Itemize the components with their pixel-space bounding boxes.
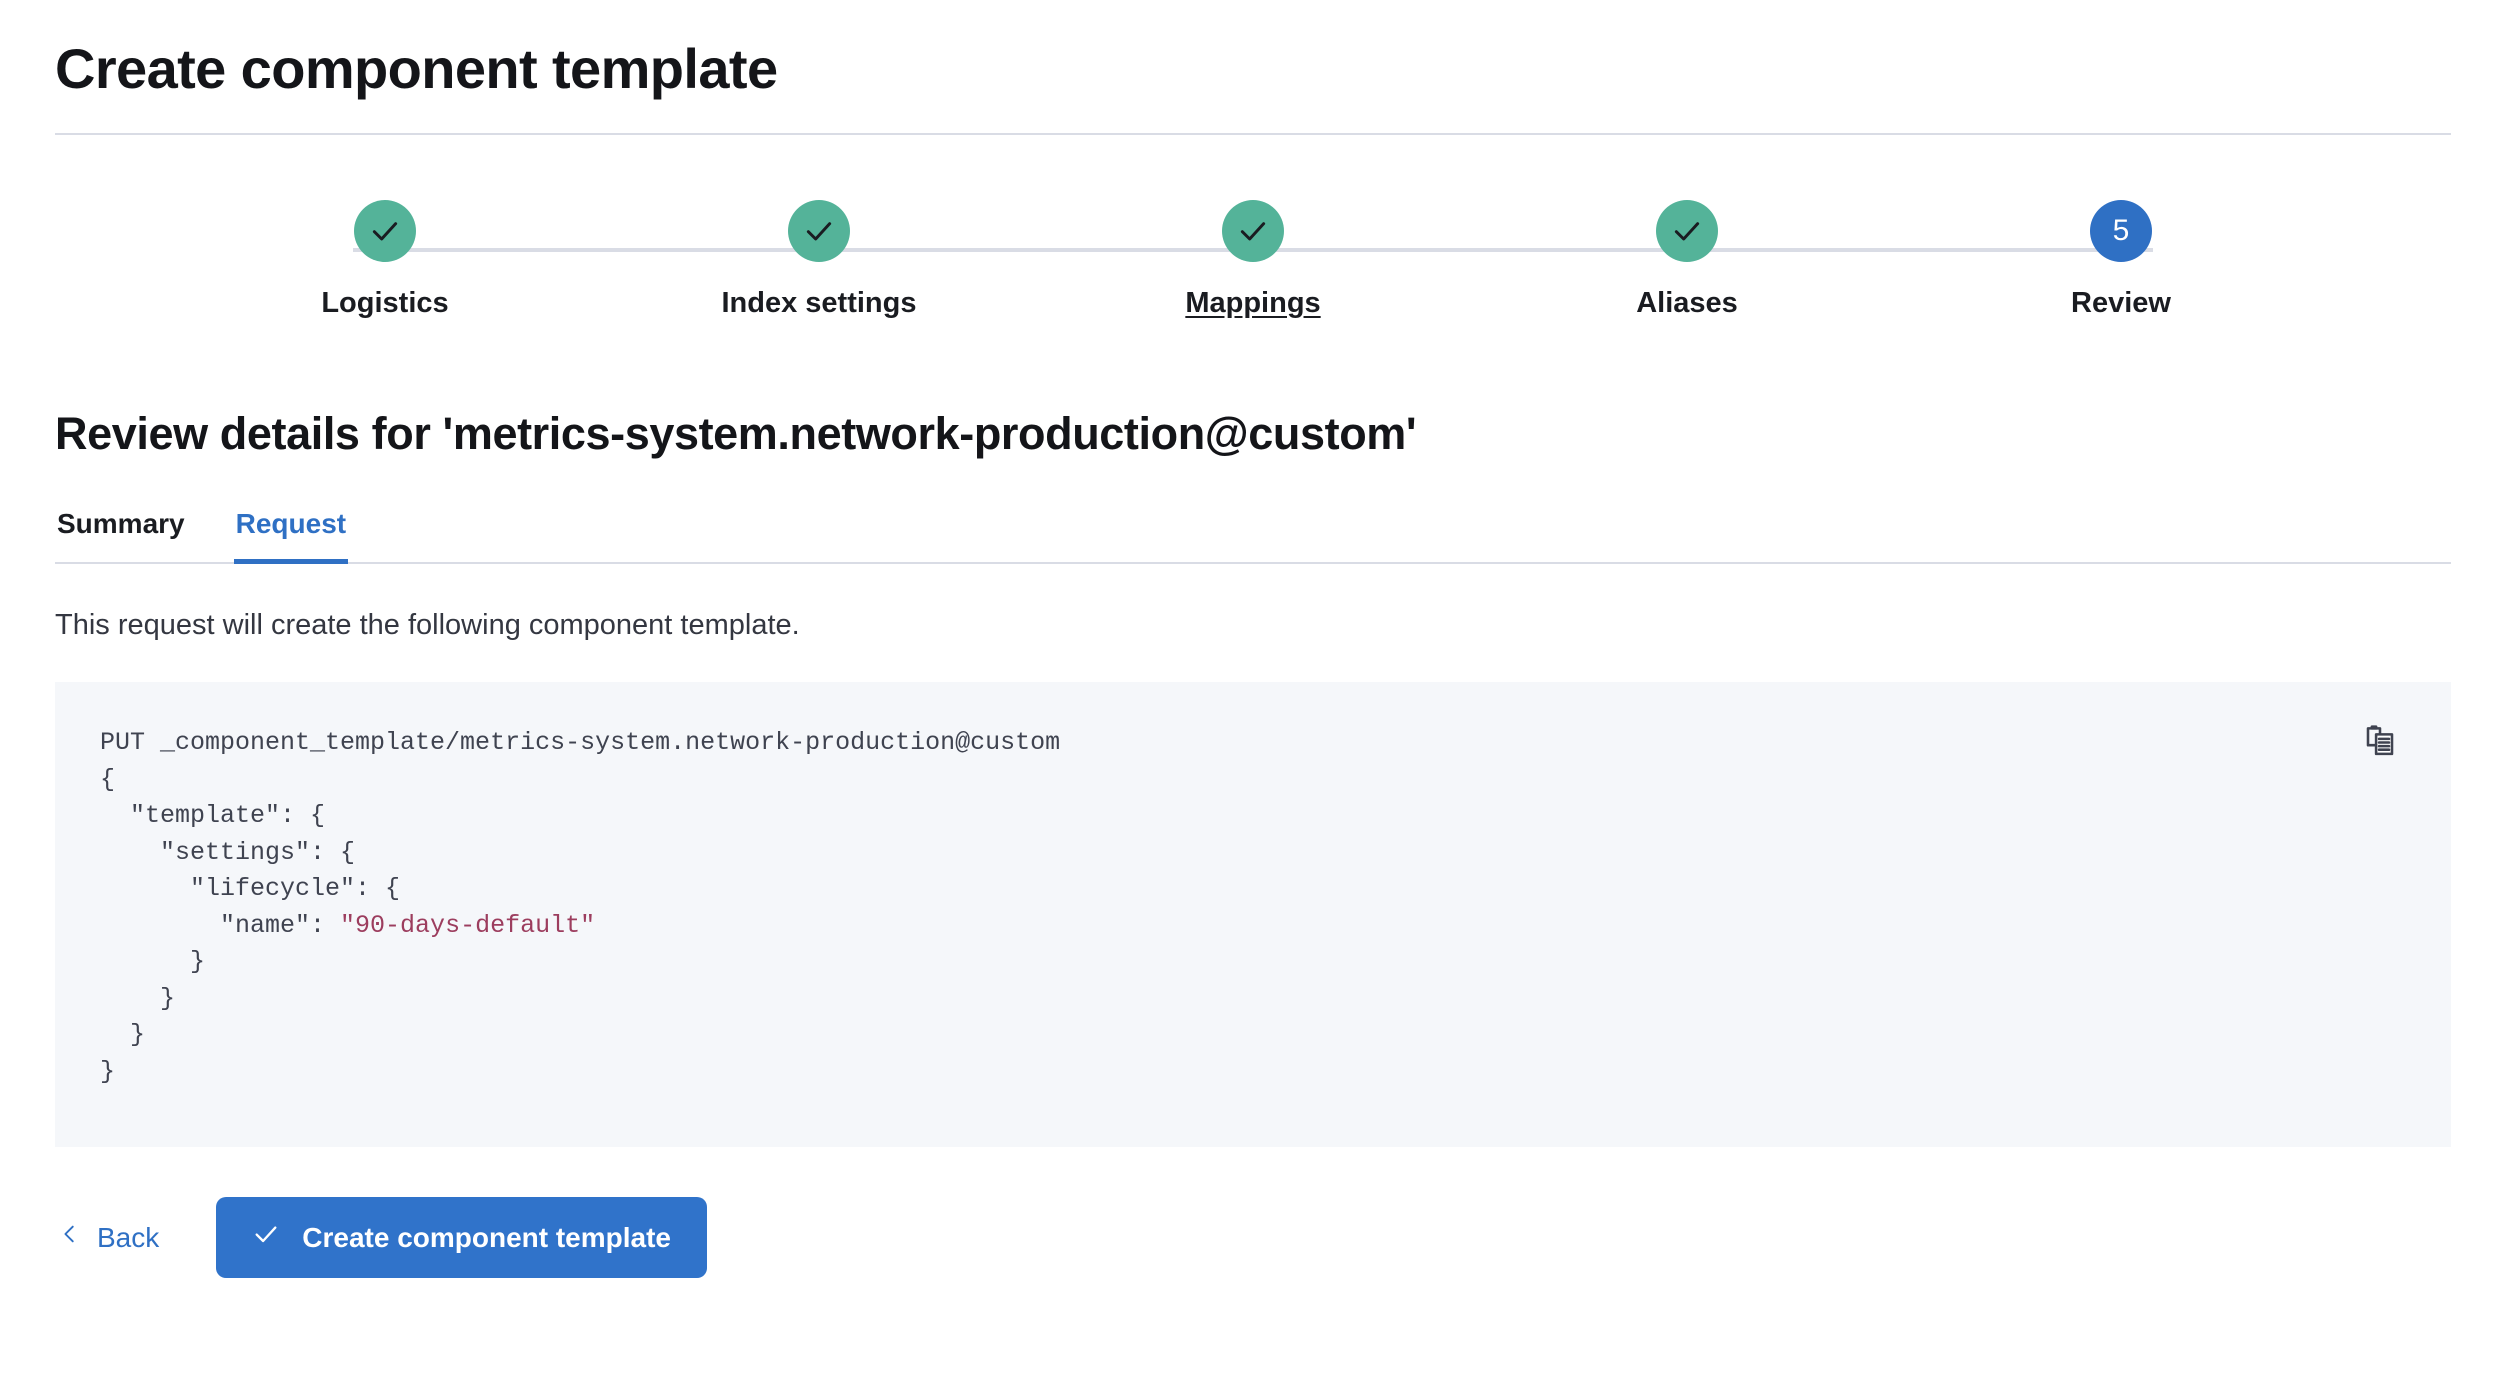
- review-heading: Review details for 'metrics-system.netwo…: [55, 408, 1417, 460]
- stepper-step-logistics[interactable]: Logistics: [260, 200, 510, 320]
- check-icon: [369, 215, 401, 247]
- tab-request[interactable]: Request: [233, 508, 349, 565]
- code-line-2: {: [100, 764, 116, 794]
- code-line-5: "lifecycle": {: [100, 874, 401, 904]
- copy-clipboard-icon[interactable]: [2357, 718, 2403, 764]
- create-component-template-label: Create component template: [302, 1221, 671, 1253]
- request-code-block: PUT _component_template/metrics-system.n…: [100, 725, 2451, 1090]
- check-icon: [1671, 215, 1703, 247]
- request-description: This request will create the following c…: [55, 609, 800, 642]
- stepper-step-index-settings[interactable]: Index settings: [694, 200, 944, 320]
- code-line-7: }: [100, 947, 206, 977]
- page-title: Create component template: [55, 37, 778, 100]
- step-label: Aliases: [1636, 287, 1738, 320]
- check-icon: [1237, 215, 1269, 247]
- request-code-panel: PUT _component_template/metrics-system.n…: [55, 682, 2451, 1148]
- stepper-step-aliases[interactable]: Aliases: [1562, 200, 1812, 320]
- stepper-step-mappings[interactable]: Mappings: [1128, 200, 1378, 320]
- tab-summary[interactable]: Summary: [55, 508, 187, 562]
- code-line-3: "template": {: [100, 801, 326, 831]
- code-line-8: }: [100, 983, 176, 1013]
- step-status-circle: [1222, 200, 1284, 263]
- back-button[interactable]: Back: [55, 1211, 163, 1264]
- create-component-template-button[interactable]: Create component template: [216, 1197, 707, 1279]
- check-icon: [803, 215, 835, 247]
- stepper-step-review[interactable]: 5 Review: [1996, 200, 2246, 320]
- review-tabs: Summary Request: [55, 508, 2451, 565]
- back-button-label: Back: [97, 1221, 160, 1253]
- code-line-6-key: "name":: [100, 910, 341, 940]
- step-label: Review: [2071, 287, 2171, 320]
- check-icon: [252, 1220, 280, 1255]
- code-line-9: }: [100, 1020, 146, 1050]
- code-line-method: PUT _component_template/metrics-system.n…: [100, 728, 1061, 758]
- code-line-6-value: "90-days-default": [340, 910, 596, 940]
- step-label: Logistics: [321, 287, 449, 320]
- step-number: 5: [2112, 214, 2130, 248]
- step-status-circle: 5: [2090, 200, 2152, 263]
- title-divider: [55, 133, 2451, 136]
- step-status-circle: [1656, 200, 1718, 263]
- chevron-left-icon: [59, 1221, 81, 1254]
- step-status-circle: [354, 200, 416, 263]
- wizard-stepper: Logistics Index settings Mappings: [55, 200, 2451, 350]
- wizard-footer: Back Create component template: [55, 1197, 2451, 1279]
- code-line-4: "settings": {: [100, 837, 356, 867]
- step-status-circle: [788, 200, 850, 263]
- step-label: Index settings: [721, 287, 917, 320]
- code-line-10: }: [100, 1056, 116, 1086]
- step-label: Mappings: [1185, 287, 1321, 320]
